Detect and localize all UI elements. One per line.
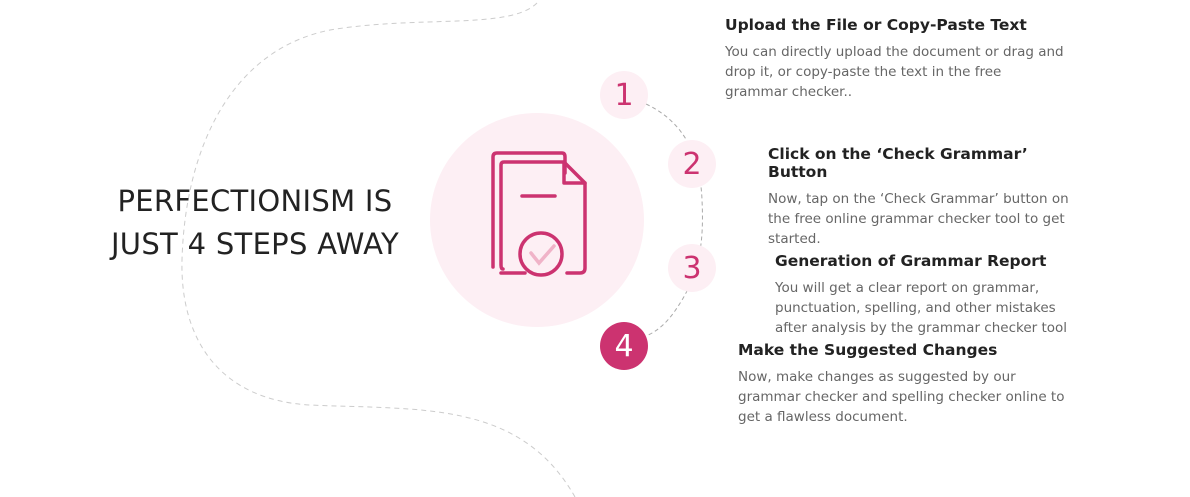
step-body: You can directly upload the document or … (725, 44, 1064, 100)
step-body: You will get a clear report on grammar, … (775, 280, 1068, 336)
document-check-icon (491, 151, 587, 277)
step-4: Make the Suggested Changes Now, make cha… (738, 341, 1078, 427)
step-body: Now, make changes as suggested by our gr… (738, 369, 1065, 425)
step-2: Click on the ‘Check Grammar’ Button Now,… (768, 145, 1088, 249)
step-title: Generation of Grammar Report (775, 252, 1047, 270)
step-number-4: 4 (600, 322, 648, 370)
page-headline: PERFECTIONISM IS JUST 4 STEPS AWAY (110, 184, 400, 261)
hero-circle (430, 113, 644, 327)
step-number-3: 3 (668, 244, 716, 292)
step-1: Upload the File or Copy-Paste Text You c… (725, 16, 1065, 102)
step-body: Now, tap on the ‘Check Grammar’ button o… (768, 191, 1069, 247)
step-title: Make the Suggested Changes (738, 341, 998, 359)
step-title: Upload the File or Copy-Paste Text (725, 16, 1027, 34)
step-number-2: 2 (668, 140, 716, 188)
step-3: Generation of Grammar Report You will ge… (775, 252, 1090, 338)
step-number-1: 1 (600, 71, 648, 119)
step-title: Click on the ‘Check Grammar’ Button (768, 145, 1028, 181)
